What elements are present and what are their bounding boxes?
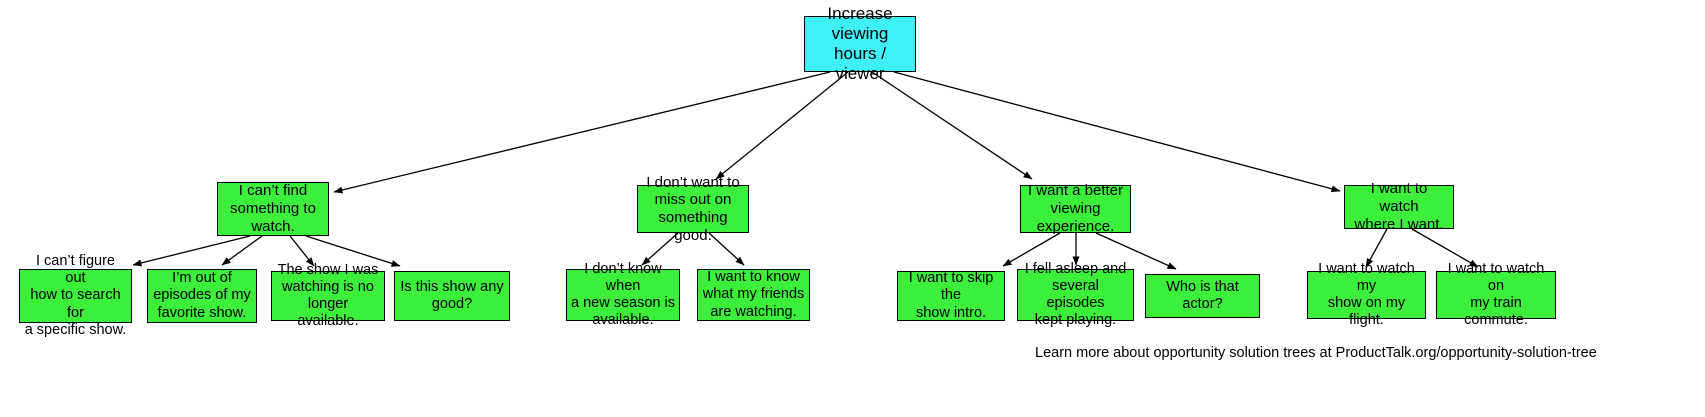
solution-node-sol6[interactable]: I want to know what my friends are watch… [697,269,810,321]
solution-node-sol11[interactable]: I want to watch on my train commute. [1436,261,1556,328]
solution-node-sol10[interactable]: I want to watch my show on my flight. [1307,261,1426,328]
solution-node-sol3[interactable]: The show I was watching is no longer ava… [271,262,385,329]
edges [132,71,1479,270]
opportunity-node-opp2[interactable]: I don’t want to miss out on something go… [637,174,749,244]
solution-node-sol2[interactable]: I’m out of episodes of my favorite show. [147,269,257,323]
solution-node-sol5[interactable]: I don’t know when a new season is availa… [566,261,680,328]
edge-opp1-to-sol1 [132,235,251,267]
edge-root-to-opp4 [893,71,1341,193]
footer-note: Learn more about opportunity solution tr… [1035,345,1597,361]
solution-node-sol1[interactable]: I can’t figure out how to search for a s… [19,253,132,338]
edge-root-to-opp3 [871,71,1033,180]
solution-node-sol7[interactable]: I want to skip the show intro. [897,270,1005,321]
edge-root-to-opp2 [715,71,849,180]
solution-node-sol8[interactable]: I fell asleep and several episodes kept … [1017,261,1134,328]
edge-root-to-opp1 [333,71,831,194]
edge-opp1-to-sol2 [221,235,263,266]
solution-node-sol4[interactable]: Is this show any good? [394,271,510,321]
outcome-node-root[interactable]: Increase viewing hours / viewer [804,4,916,83]
opportunity-node-opp3[interactable]: I want a better viewing experience. [1020,182,1131,235]
opportunity-node-opp4[interactable]: I want to watch where I want. [1344,180,1454,233]
opportunity-node-opp1[interactable]: I can’t find something to watch. [217,182,329,236]
solution-node-sol9[interactable]: Who is that actor? [1145,274,1260,318]
